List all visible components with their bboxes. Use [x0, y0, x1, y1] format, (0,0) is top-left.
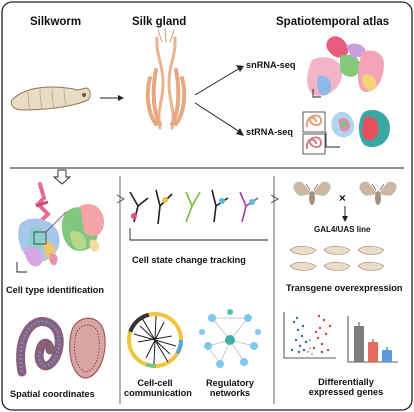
volcano-plot [283, 312, 336, 359]
deg-label: Differentially expressed genes [308, 377, 384, 398]
tracking-label: Cell state change tracking [132, 255, 246, 265]
spatial-tissue-plot [16, 317, 106, 379]
spatial-section-plot [302, 109, 390, 155]
network-graph [199, 309, 261, 368]
regulatory-label: Regulatory networks [206, 378, 254, 399]
flow-arrow [194, 102, 241, 133]
chevron-right-icon [270, 194, 279, 204]
silkworm-title: Silkworm [30, 16, 82, 28]
snrna-label: snRNA-seq [246, 60, 296, 70]
bar-chart-plot [347, 316, 398, 363]
umap-cluster-plot [307, 36, 384, 98]
strna-label: stRNA-seq [246, 127, 293, 137]
spatial-label: Spatial coordinates [10, 389, 95, 399]
larvae-icons [289, 245, 385, 271]
cell-type-umap-plot [16, 182, 104, 273]
gal4-label: GAL4/UAS line [314, 225, 371, 234]
chevron-right-icon [116, 194, 125, 204]
silk-gland-icon [145, 27, 187, 130]
overexpression-label: Transgene overexpression [286, 283, 403, 293]
communication-label: Cell-cell communication [124, 378, 192, 399]
cell-type-label: Cell type identification [6, 285, 105, 295]
down-arrow-icon [52, 169, 72, 185]
moth-icon [359, 181, 397, 205]
trajectory-plot [129, 189, 268, 241]
bar [368, 342, 378, 362]
bar [382, 350, 392, 362]
bar [354, 326, 364, 362]
atlas-title: Spatiotemporal atlas [276, 16, 390, 28]
moth-icon [293, 181, 331, 205]
flow-arrow [194, 67, 241, 96]
chord-diagram [127, 312, 183, 368]
silk-gland-title: Silk gland [132, 16, 187, 28]
cross-symbol: × [339, 193, 346, 205]
silkworm-larva-icon [10, 86, 91, 111]
